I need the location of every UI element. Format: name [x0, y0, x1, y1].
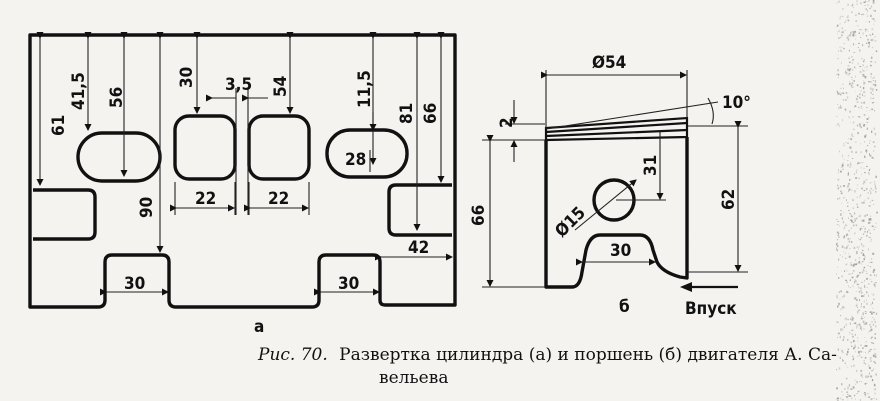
- dim-22-left: 22: [195, 189, 216, 209]
- dim-41-5: 41,5: [69, 72, 89, 110]
- piston-deflector: [544, 116, 689, 142]
- port-right-notch: [387, 183, 452, 237]
- intake-label: Впуск: [685, 299, 737, 319]
- sublabel-b: б: [619, 297, 630, 317]
- cylinder-development: 61 41,5 56 30 3,5 54 11,5 81 66 28 22 22…: [28, 32, 457, 337]
- dim-66-piston: 66: [469, 205, 489, 226]
- window-left-oval: [76, 131, 162, 183]
- dim-66-cyl: 66: [421, 103, 441, 124]
- dim-diam-54: Ø54: [592, 53, 626, 73]
- dim-11-5: 11,5: [355, 70, 375, 108]
- dim-31: 31: [641, 155, 661, 176]
- dim-42: 42: [408, 238, 429, 258]
- dim-54: 54: [271, 76, 291, 97]
- port-left-notch: [33, 188, 97, 241]
- dim-56: 56: [107, 87, 127, 108]
- piston-drawing: Ø54 10° 2 31 66 62 Ø15 30 б Впуск: [469, 53, 751, 319]
- dim-diam-15: Ø15: [551, 203, 589, 241]
- sublabel-a: а: [254, 317, 264, 337]
- dim-3-5: 3,5: [225, 75, 252, 95]
- window-square-1: [173, 114, 237, 181]
- dim-22-right: 22: [268, 189, 289, 209]
- dim-28: 28: [345, 150, 366, 170]
- dim-61: 61: [49, 115, 69, 136]
- caption-prefix: Рис. 70.: [257, 345, 328, 365]
- scan-edge-noise: [836, 0, 878, 401]
- dim-62: 62: [719, 189, 739, 210]
- dim-30-piston: 30: [610, 241, 631, 261]
- dim-2: 2: [497, 117, 517, 128]
- caption-line-1: Развертка цилиндра (а) и поршень (б) дви…: [339, 345, 837, 365]
- dim-81: 81: [397, 103, 417, 124]
- cyl-dimension-lines: [36, 32, 453, 296]
- svg-text:Рис. 70. Развертка цилин: Рис. 70. Развертка цилиндра (а) и поршен…: [257, 345, 837, 365]
- dim-10-degrees: 10°: [722, 93, 751, 113]
- dim-90: 90: [137, 197, 157, 218]
- cylinder-outline: [28, 33, 457, 309]
- caption-line-2: вельева: [379, 368, 448, 388]
- window-square-2: [247, 114, 311, 181]
- figure-caption: Рис. 70. Развертка цилиндра (а) и поршен…: [257, 345, 837, 388]
- window-right-oval: [325, 128, 409, 179]
- piston-body: [544, 137, 689, 289]
- dim-30-bottom-right: 30: [338, 274, 359, 294]
- dim-30-bottom-left: 30: [124, 274, 145, 294]
- dim-30-top: 30: [177, 67, 197, 88]
